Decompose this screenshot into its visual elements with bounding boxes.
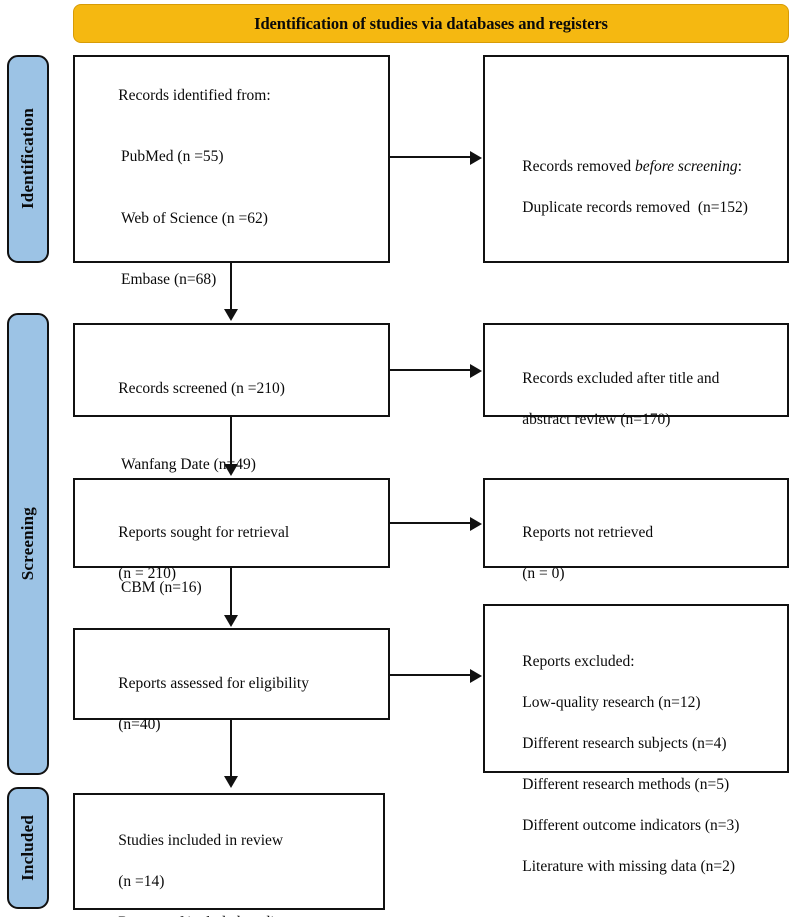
reports-not-retrieved-line1: Reports not retrieved bbox=[522, 523, 654, 541]
box-reports-assessed-eligibility: Reports assessed for eligibility (n=40) bbox=[73, 628, 390, 733]
reason-low-quality: Low-quality research (n=12) bbox=[522, 693, 701, 711]
reports-not-retrieved-line2: (n = 0) bbox=[522, 564, 565, 582]
included-line1: Studies included in review bbox=[118, 831, 284, 849]
banner-title: Identification of studies via databases … bbox=[254, 13, 608, 33]
records-removed-italic: before screening bbox=[635, 157, 738, 175]
connector-eligibility-to-included bbox=[230, 720, 232, 778]
box-reports-not-retrieved: Reports not retrieved (n = 0) bbox=[483, 478, 789, 582]
connector-sought-to-not-retrieved bbox=[390, 522, 471, 524]
box-reports-excluded: Reports excluded: Low-quality research (… bbox=[483, 604, 789, 875]
source-cbm: CBM (n=16) bbox=[121, 578, 202, 596]
box-reports-assessed-eligibility-content: Reports assessed for eligibility (n=40) bbox=[95, 653, 309, 756]
box-records-screened-content: Records screened (n =210) bbox=[95, 358, 285, 420]
box-reports-not-retrieved-content: Reports not retrieved (n = 0) bbox=[499, 502, 653, 605]
box-reports-sought: Reports sought for retrieval (n = 210) bbox=[73, 478, 390, 582]
excluded-title-line2: abstract review (n=170) bbox=[522, 410, 671, 428]
records-removed-prefix: Records removed bbox=[522, 157, 636, 175]
box-records-excluded-title-abstract-content: Records excluded after title and abstrac… bbox=[499, 348, 719, 451]
box-studies-included-content: Studies included in review (n =14) Repor… bbox=[95, 810, 287, 917]
stage-label-identification: Identification bbox=[7, 55, 49, 263]
arrow-right-icon-reports-excluded bbox=[470, 669, 482, 683]
excluded-title-line1: Records excluded after title and bbox=[522, 369, 720, 387]
reason-missing-data: Literature with missing data (n=2) bbox=[522, 857, 736, 875]
stage-label-included: Included bbox=[7, 787, 49, 909]
stage-label-identification-text: Identification bbox=[18, 108, 37, 210]
records-removed-suffix: : bbox=[737, 157, 742, 175]
box-reports-excluded-content: Reports excluded: Low-quality research (… bbox=[499, 631, 739, 898]
included-line2: (n =14) bbox=[118, 872, 165, 890]
records-identified-heading: Records identified from: bbox=[118, 86, 271, 104]
arrow-down-icon-eligibility bbox=[224, 615, 238, 627]
records-screened-text: Records screened (n =210) bbox=[118, 379, 285, 397]
box-records-identified: Records identified from: PubMed (n =55) … bbox=[73, 55, 390, 596]
arrow-down-icon-screened bbox=[224, 309, 238, 321]
reason-different-subjects: Different research subjects (n=4) bbox=[522, 734, 727, 752]
box-records-removed-content: Records removed before screening: Duplic… bbox=[499, 136, 748, 239]
stage-label-screening-text: Screening bbox=[18, 507, 37, 581]
arrow-down-icon-sought bbox=[224, 464, 238, 476]
connector-eligibility-to-reports-excluded bbox=[390, 674, 471, 676]
connector-screened-to-excluded bbox=[390, 369, 471, 371]
duplicate-records-removed: Duplicate records removed (n=152) bbox=[522, 198, 748, 216]
reports-excluded-heading: Reports excluded: bbox=[522, 652, 635, 670]
source-pubmed: PubMed (n =55) bbox=[121, 148, 224, 165]
source-web-of-science: Web of Science (n =62) bbox=[121, 209, 268, 227]
box-records-excluded-title-abstract: Records excluded after title and abstrac… bbox=[483, 323, 789, 428]
box-records-removed: Records removed before screening: Duplic… bbox=[483, 55, 789, 263]
reason-different-methods: Different research methods (n=5) bbox=[522, 775, 730, 793]
box-records-screened: Records screened (n =210) bbox=[73, 323, 390, 417]
arrow-right-icon-excluded bbox=[470, 364, 482, 378]
diagram-banner: Identification of studies via databases … bbox=[73, 4, 789, 43]
connector-sought-to-eligibility bbox=[230, 568, 232, 616]
eligibility-line2: (n=40) bbox=[118, 715, 161, 733]
stage-label-included-text: Included bbox=[18, 815, 37, 881]
connector-identified-to-removed bbox=[390, 156, 471, 158]
included-line3: Reports of included studies bbox=[118, 914, 287, 917]
eligibility-line1: Reports assessed for eligibility bbox=[118, 674, 309, 692]
stage-label-screening: Screening bbox=[7, 313, 49, 775]
arrow-right-icon-not-retrieved bbox=[470, 517, 482, 531]
source-embase: Embase (n=68) bbox=[121, 271, 217, 288]
arrow-down-icon-included bbox=[224, 776, 238, 788]
connector-screened-to-sought bbox=[230, 417, 232, 465]
box-studies-included: Studies included in review (n =14) Repor… bbox=[73, 793, 385, 917]
box-reports-sought-content: Reports sought for retrieval (n = 210) bbox=[95, 502, 289, 605]
reason-different-outcomes: Different outcome indicators (n=3) bbox=[522, 816, 740, 834]
reports-sought-line2: (n = 210) bbox=[118, 564, 177, 582]
reports-sought-line1: Reports sought for retrieval bbox=[118, 523, 290, 541]
source-wanfang: Wanfang Date (n=49) bbox=[121, 455, 256, 473]
arrow-right-icon-removed bbox=[470, 151, 482, 165]
connector-identified-to-screened bbox=[230, 263, 232, 311]
